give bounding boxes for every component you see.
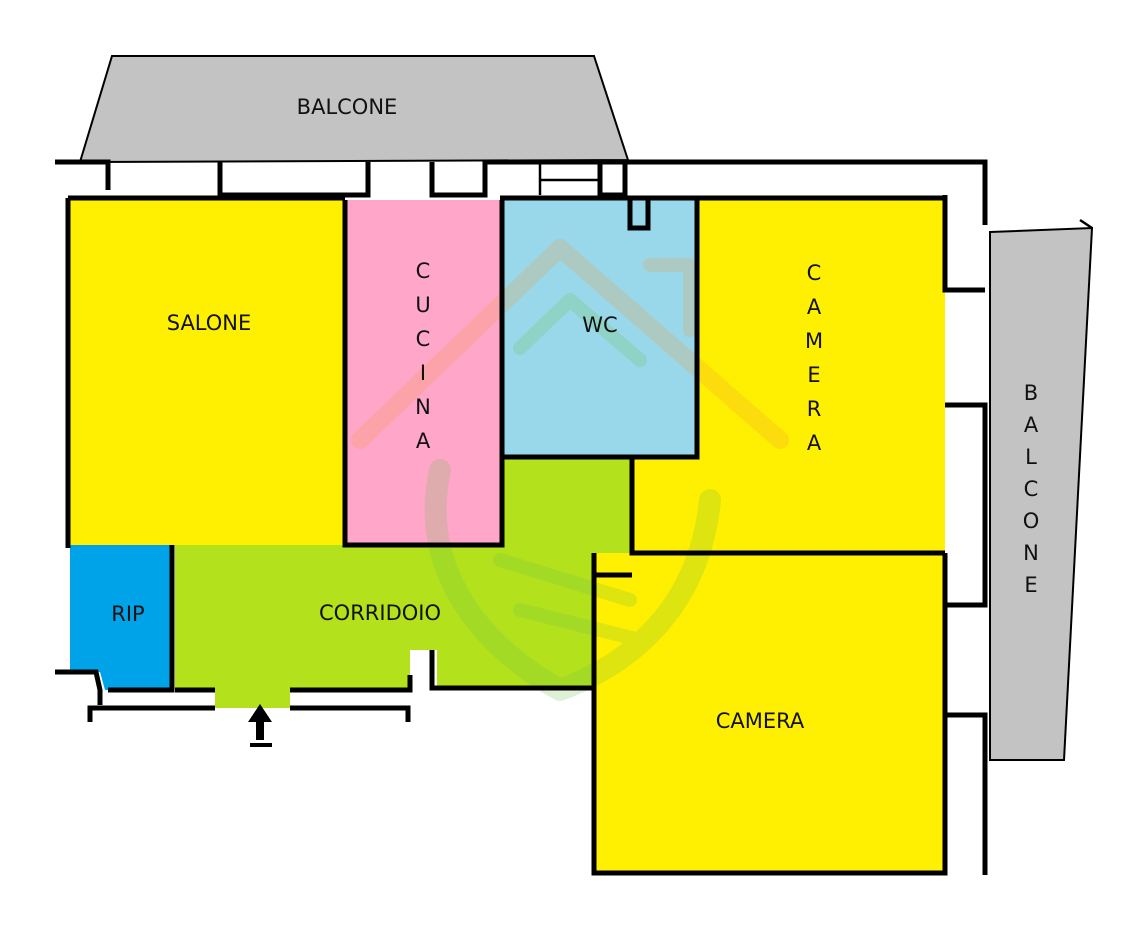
vertical-label-letter: A [416,429,431,453]
balcone-right-label: BALCONE [1023,381,1040,597]
vertical-label-letter: A [1024,413,1039,437]
vertical-label-letter: O [1023,509,1040,533]
vertical-label-letter: E [807,363,820,387]
wc-label: WC [582,313,617,337]
up-arrow-icon [248,704,272,747]
balcone-right-area [989,226,1094,761]
salone-area [70,200,345,545]
vertical-label-letter: N [415,395,431,419]
vertical-label-letter: N [1023,541,1039,565]
vertical-label-letter: B [1024,381,1038,405]
rip-label: RIP [111,602,144,626]
vertical-label-letter: U [415,293,430,317]
camera-upper-area [632,200,945,553]
vertical-label-letter: C [416,259,431,283]
wc-area [502,200,697,455]
entrance-gap [215,690,290,708]
rip-area [70,545,170,690]
corridoio-area [175,455,632,690]
corridoio-label: CORRIDOIO [319,601,441,625]
cucina-area [345,200,500,545]
vertical-label-letter: A [807,295,822,319]
camera-lower-area [594,553,946,873]
camera-upper-label: CAMERA [805,261,823,455]
vertical-label-letter: C [807,261,822,285]
vertical-label-letter: E [1024,573,1037,597]
camera-lower-label: CAMERA [716,709,805,733]
vertical-label-letter: A [807,431,822,455]
vertical-label-letter: R [807,397,822,421]
vertical-label-letter: C [416,327,431,351]
salone-label: SALONE [167,311,252,335]
vertical-label-letter: M [805,329,823,353]
balcone-top-area [78,55,630,164]
balcone-top-label: BALCONE [297,95,398,119]
vertical-label-letter: I [420,361,426,385]
vertical-label-letter: C [1024,477,1039,501]
vertical-label-letter: L [1025,445,1037,469]
